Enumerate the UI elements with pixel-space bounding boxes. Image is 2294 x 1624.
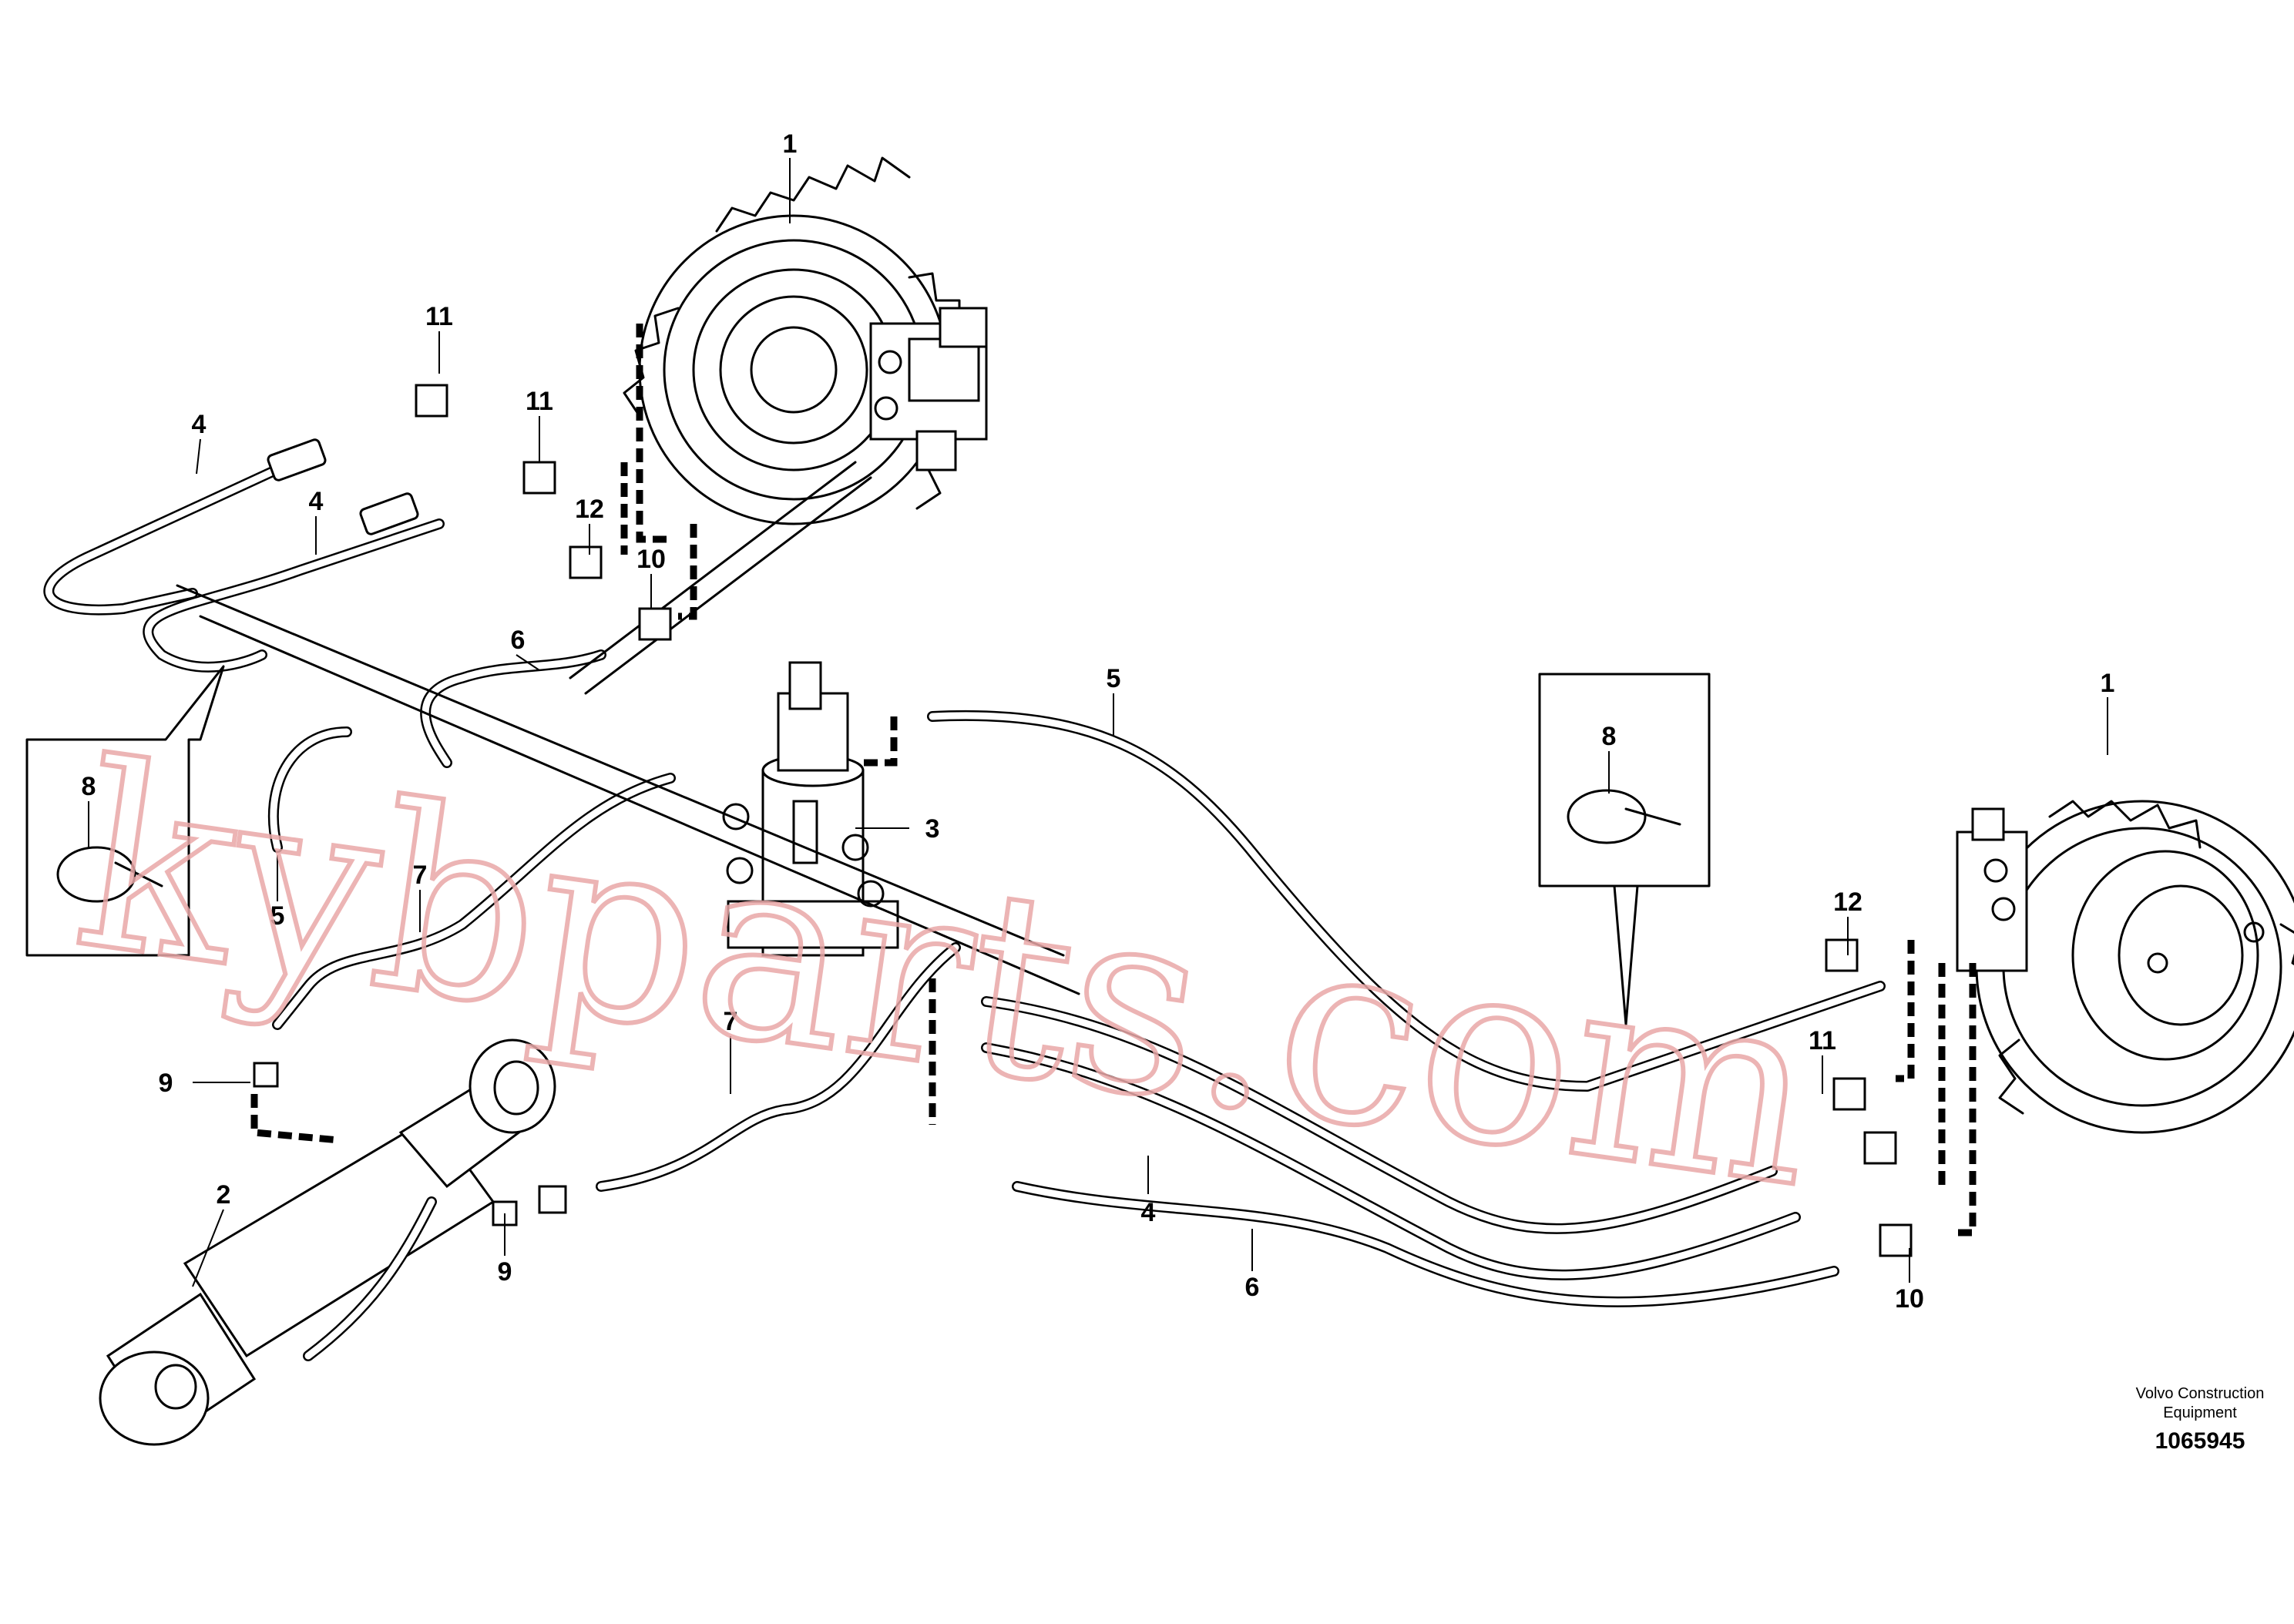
callout-11-right: 11 (1809, 1026, 1836, 1055)
callout-5-left: 5 (270, 901, 285, 931)
callout-3: 3 (925, 814, 940, 844)
callout-4-lower: 4 (1141, 1198, 1156, 1227)
hydraulic-hoses (43, 324, 1977, 1307)
brand-line-1: Volvo Construction (2136, 1385, 2265, 1402)
brand-line-2: Equipment (2163, 1404, 2237, 1421)
callout-12-upper: 12 (575, 495, 604, 524)
callout-6-lower: 6 (1245, 1273, 1260, 1302)
left-travel-motor (623, 156, 988, 525)
callout-11-upper: 11 (526, 387, 553, 416)
drawing-number: 1065945 (2155, 1428, 2245, 1454)
detail-box-left (25, 665, 225, 957)
callout-1-left-motor: 1 (783, 129, 798, 159)
watermark-text: kybparts.com (62, 708, 1832, 1244)
callout-11-upper-left: 11 (425, 302, 453, 331)
callout-10-lower: 10 (1895, 1284, 1924, 1314)
detail-box-right (1538, 673, 1711, 1026)
callout-2: 2 (217, 1180, 231, 1210)
leader-lines (88, 158, 2108, 1287)
callout-9-left: 9 (159, 1069, 173, 1098)
right-travel-motor (1956, 800, 2294, 1134)
callout-4-upper: 4 (309, 487, 324, 516)
callout-10-upper: 10 (636, 545, 666, 574)
center-swivel-joint (722, 661, 899, 957)
callout-7-lower: 7 (724, 1007, 738, 1036)
callout-9-lower: 9 (498, 1257, 512, 1287)
callout-8-right-detail: 8 (1602, 722, 1617, 751)
callout-8-left-detail: 8 (82, 772, 96, 801)
callout-4-upper-left: 4 (192, 410, 207, 439)
callout-12-right: 12 (1833, 887, 1862, 917)
callout-5-right: 5 (1107, 664, 1121, 693)
callout-6-upper: 6 (511, 626, 526, 655)
dozer-cylinder (99, 1038, 556, 1446)
callout-7-left: 7 (413, 861, 428, 890)
callout-1-right-motor: 1 (2101, 669, 2115, 698)
